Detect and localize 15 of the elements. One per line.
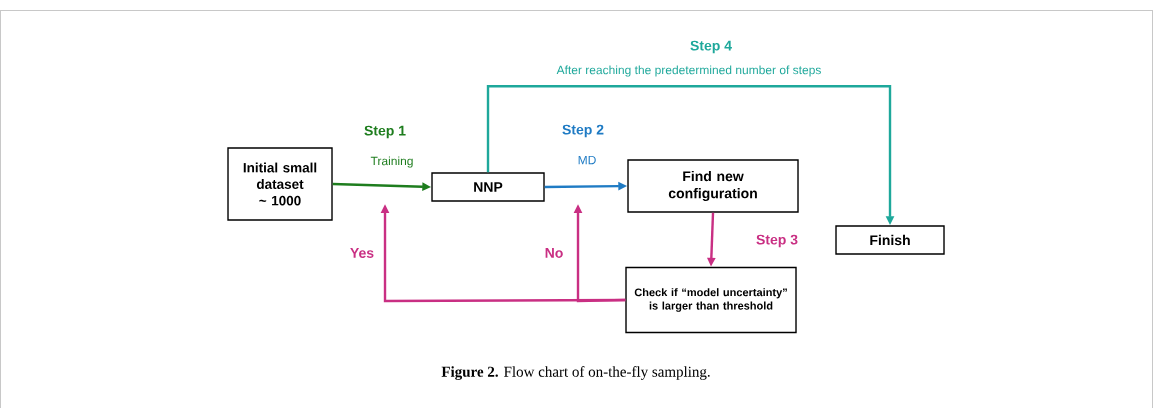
step-label: Step 4	[690, 40, 732, 54]
process-box: Initial small dataset ~ 1000	[227, 147, 333, 221]
edge-label: After reaching the predetermined number of steps	[556, 65, 821, 77]
process-box: Check if “model uncertainty” is larger than threshold	[625, 266, 797, 334]
step-label: Step 2	[562, 124, 604, 138]
process-box: NNP	[431, 172, 545, 202]
edge-label: Training	[370, 156, 413, 168]
edge-label: No	[545, 248, 563, 258]
edge-label: Yes	[350, 248, 374, 258]
process-box: Finish	[835, 225, 945, 255]
process-box: Find new configuration	[627, 159, 799, 213]
edge-label: Step 3	[756, 234, 798, 248]
edge-label: MD	[578, 155, 596, 165]
caption: Figure 2. Flow chart of on-the-fly sampling.	[441, 366, 710, 380]
step-label: Step 1	[364, 125, 406, 139]
